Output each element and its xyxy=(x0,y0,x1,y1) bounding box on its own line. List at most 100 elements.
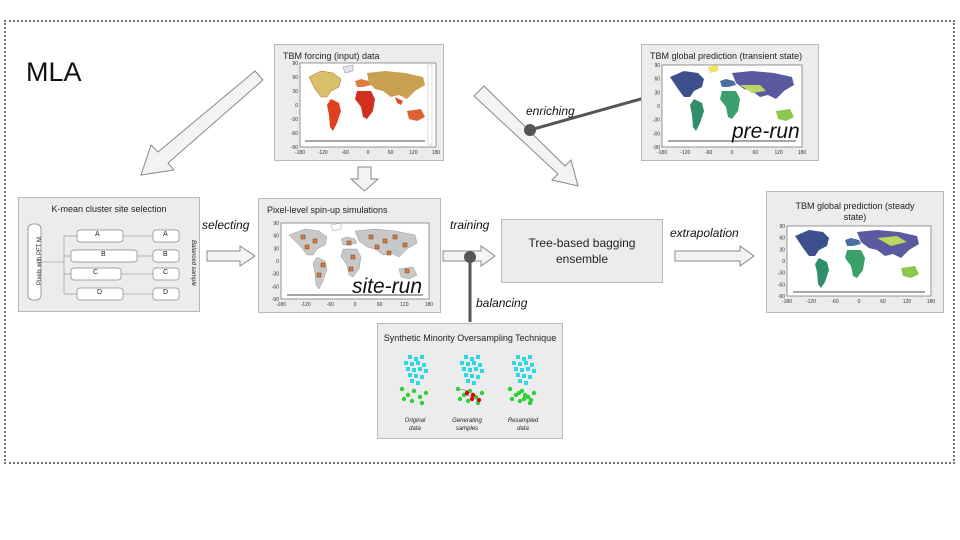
majority-point xyxy=(410,379,414,383)
lon-tick-label: 120 xyxy=(400,302,409,308)
lon-tick-label: -120 xyxy=(806,299,816,305)
lat-tick-label: -60 xyxy=(653,131,660,137)
majority-point xyxy=(480,369,484,373)
steady-title: TBM global prediction (steady state) xyxy=(795,201,915,222)
synthetic-point xyxy=(464,390,470,396)
lon-tick-label: -60 xyxy=(327,302,334,308)
lat-tick-label: 0 xyxy=(276,259,279,265)
lat-tick-label: -90 xyxy=(272,297,279,303)
lat-tick-label: 0 xyxy=(295,103,298,109)
lat-tick-label: 60 xyxy=(273,234,279,240)
site-run-label: site-run xyxy=(352,275,423,298)
majority-point xyxy=(470,357,474,361)
lat-tick-label: 0 xyxy=(657,104,660,110)
smote-caption-resampled: Resampled data xyxy=(507,418,539,432)
majority-point xyxy=(528,355,532,359)
lat-tick-label: 60 xyxy=(654,77,660,83)
lat-tick-label: 60 xyxy=(779,236,785,242)
arrow-forcing-to-spinup xyxy=(349,166,380,192)
lon-tick-label: -120 xyxy=(318,150,328,156)
lon-tick-label: 0 xyxy=(731,150,734,156)
lon-tick-label: -60 xyxy=(831,299,838,305)
lon-tick-label: -180 xyxy=(657,150,667,156)
minority-point xyxy=(409,398,415,404)
minority-point xyxy=(479,390,485,396)
lon-tick-label: -180 xyxy=(782,299,792,305)
site-markers xyxy=(300,234,410,278)
majority-point xyxy=(472,381,476,385)
majority-point xyxy=(518,379,522,383)
minority-point xyxy=(419,400,425,406)
majority-point xyxy=(416,381,420,385)
minority-point xyxy=(522,392,528,398)
majority-point xyxy=(422,363,426,367)
lat-tick-label: -30 xyxy=(291,117,298,123)
lon-tick-label: 60 xyxy=(388,150,394,156)
lon-tick-label: 180 xyxy=(927,299,936,305)
lon-tick-label: 180 xyxy=(432,150,441,156)
majority-point xyxy=(474,367,478,371)
cluster-label-right-d: D xyxy=(163,289,169,296)
forcing-colorbar xyxy=(427,64,433,146)
minority-point xyxy=(457,396,463,402)
lon-tick-label: 0 xyxy=(354,302,357,308)
lat-tick-label: -30 xyxy=(653,118,660,124)
lat-tick-label: 90 xyxy=(273,221,279,227)
enriching-node xyxy=(524,124,536,136)
tree-based-bagging-box: Tree-based bagging ensemble xyxy=(501,219,663,283)
arrow-forcing-to-kmean xyxy=(140,70,264,176)
edge-label-selecting: selecting xyxy=(202,218,250,232)
majority-point xyxy=(408,373,412,377)
minority-point xyxy=(455,386,461,392)
cluster-label-right-b: B xyxy=(163,251,168,258)
majority-point xyxy=(528,375,532,379)
lon-tick-label: 180 xyxy=(798,150,807,156)
majority-point xyxy=(420,375,424,379)
cluster-label-left-d: D xyxy=(97,289,103,296)
lon-tick-label: 0 xyxy=(858,299,861,305)
minority-point xyxy=(405,392,411,398)
lat-tick-label: 90 xyxy=(292,61,298,67)
lon-tick-label: -180 xyxy=(276,302,286,308)
mla-label: MLA xyxy=(26,57,82,87)
minority-point xyxy=(507,386,513,392)
lon-tick-label: -60 xyxy=(342,150,349,156)
lon-tick-label: 120 xyxy=(409,150,418,156)
lat-tick-label: 60 xyxy=(292,75,298,81)
majority-point xyxy=(466,362,470,366)
cluster-label-left-b: B xyxy=(101,251,106,258)
enriching-connector xyxy=(529,95,649,132)
lat-tick-label: 90 xyxy=(779,224,785,230)
lon-tick-label: 0 xyxy=(367,150,370,156)
lon-tick-label: -120 xyxy=(680,150,690,156)
lon-tick-label: 60 xyxy=(880,299,886,305)
steady-panel: TBM global prediction (steady state) 90 6… xyxy=(766,191,944,313)
lat-tick-label: -60 xyxy=(778,282,785,288)
synthetic-point xyxy=(469,396,475,402)
arrow-extrapolation xyxy=(674,245,755,267)
minority-point xyxy=(399,386,405,392)
lon-tick-label: 120 xyxy=(903,299,912,305)
edge-label-balancing: balancing xyxy=(476,296,528,310)
majority-point xyxy=(470,374,474,378)
lon-tick-label: 180 xyxy=(425,302,434,308)
cluster-label-left-a: A xyxy=(95,231,100,238)
edge-label-extrapolation: extrapolation xyxy=(670,226,739,240)
majority-point xyxy=(526,367,530,371)
minority-point xyxy=(528,397,534,403)
majority-point xyxy=(478,363,482,367)
lon-tick-label: 120 xyxy=(774,150,783,156)
balanced-sample-label: Balanced sample xyxy=(190,239,196,287)
edge-label-training: training xyxy=(450,218,490,232)
majority-point xyxy=(514,367,518,371)
smote-plots xyxy=(399,355,537,406)
minority-point xyxy=(521,396,527,402)
majority-point xyxy=(464,373,468,377)
lat-tick-label: 30 xyxy=(273,246,279,252)
smote-title: Synthetic Minority Oversampling Techniqu… xyxy=(383,333,557,343)
